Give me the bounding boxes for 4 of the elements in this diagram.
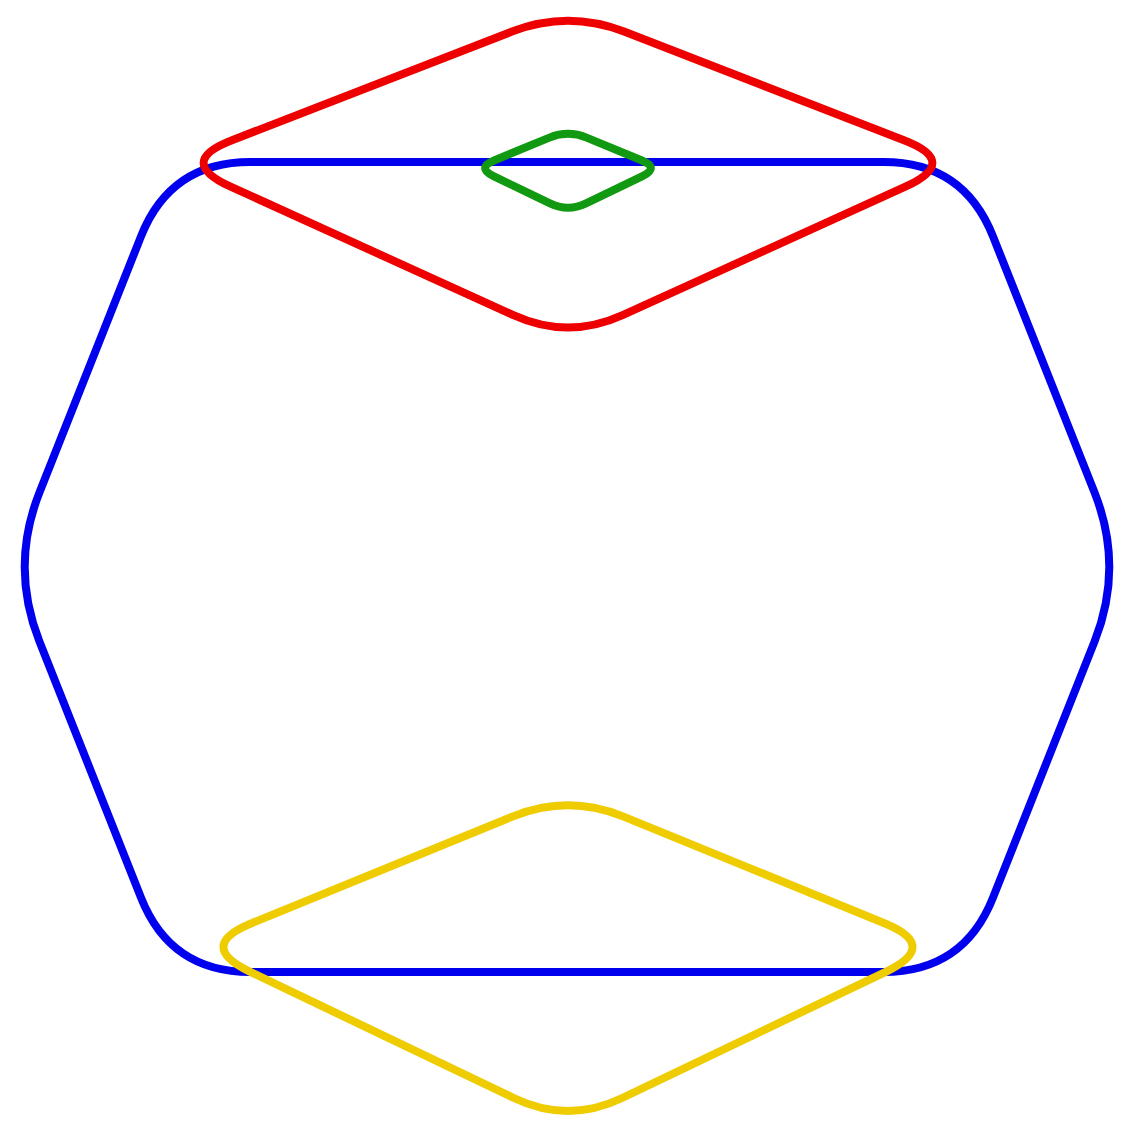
hexagon-outline bbox=[20, 158, 1114, 976]
diamond-outline bbox=[219, 801, 917, 1115]
diamond-outline bbox=[481, 129, 655, 212]
diamond-outline bbox=[199, 16, 937, 332]
